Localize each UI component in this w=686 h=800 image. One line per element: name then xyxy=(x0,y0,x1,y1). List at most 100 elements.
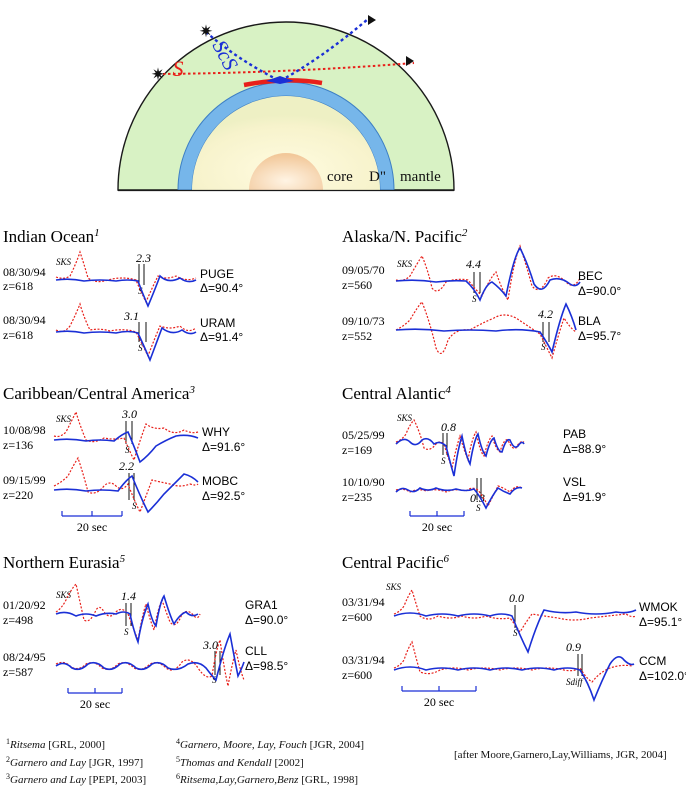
source-marker-1: ✷ xyxy=(199,22,213,41)
date-label: 09/05/70 xyxy=(342,263,385,277)
depth-label: z=587 xyxy=(3,665,33,679)
panel-caribbean: Caribbean/Central America3 10/08/98 z=13… xyxy=(3,384,245,534)
waveform-red xyxy=(395,418,525,471)
reference-item: 4Garnero, Moore, Lay, Fouch [JGR, 2004] xyxy=(176,737,365,751)
panel-title: Indian Ocean1 xyxy=(3,227,100,246)
s-arrival-label: S xyxy=(138,286,143,296)
time-shift-label: 4.2 xyxy=(538,307,553,321)
distance-label: Δ=98.5° xyxy=(245,659,288,673)
date-label: 10/10/90 xyxy=(342,475,385,489)
references-col-2: 4Garnero, Moore, Lay, Fouch [JGR, 2004] … xyxy=(176,735,476,788)
station-label: WMOK xyxy=(639,600,678,614)
panel-alaska-n-pacific: Alaska/N. Pacific2 09/05/70 z=560 SKS 4.… xyxy=(342,227,621,360)
panel-northern-eurasia: Northern Eurasia5 01/20/92 z=498 SKS 1.4… xyxy=(3,553,288,711)
reference-item: 1Ritsema [GRL, 2000] xyxy=(6,737,106,751)
sks-label: SKS xyxy=(386,582,402,592)
time-shift-label: 3.0 xyxy=(121,407,137,421)
panel-title: Northern Eurasia5 xyxy=(3,553,126,572)
source-marker-2: ✷ xyxy=(151,65,165,84)
waveform-blue xyxy=(53,473,199,514)
date-label: 09/10/73 xyxy=(342,314,385,328)
waveform-blue xyxy=(393,609,637,655)
credit-line: [after Moore,Garnero,Lay,Williams, JGR, … xyxy=(454,749,667,761)
station-label: CLL xyxy=(245,644,267,658)
time-shift-label: 0.9 xyxy=(566,640,581,654)
date-label: 03/31/94 xyxy=(342,595,385,609)
scale-label: 20 sec xyxy=(80,697,110,711)
waveform-blue xyxy=(55,326,197,363)
station-label: GRA1 xyxy=(245,598,278,612)
distance-label: Δ=91.6° xyxy=(202,440,245,454)
waveform-red xyxy=(55,302,197,358)
waveform-blue xyxy=(55,594,199,645)
depth-label: z=618 xyxy=(3,328,33,342)
station-label: WHY xyxy=(202,425,230,439)
time-shift-label: 3.1 xyxy=(123,309,139,323)
depth-label: z=235 xyxy=(342,490,372,504)
waveform-red xyxy=(55,250,197,304)
time-shift-label: 0.0 xyxy=(509,591,524,605)
s-arrival-label: Sdiff xyxy=(566,677,584,687)
waveform-blue xyxy=(395,431,525,477)
station-label: URAM xyxy=(200,316,235,330)
panel-title: Caribbean/Central America3 xyxy=(3,384,195,403)
panel-title: Central Pacific6 xyxy=(342,553,450,572)
distance-label: Δ=95.7° xyxy=(578,329,621,343)
distance-label: Δ=90.4° xyxy=(200,281,243,295)
station-label: BEC xyxy=(578,269,603,283)
waveform-blue xyxy=(395,302,577,355)
reference-item: 2Garnero and Lay [JGR, 1997] xyxy=(6,754,144,769)
distance-label: Δ=88.9° xyxy=(563,442,606,456)
earth-cross-section: ✷ ✷ S ScS core D" mantle xyxy=(117,15,455,192)
time-shift-label: 0.8 xyxy=(441,420,456,434)
time-shift-label: 4.4 xyxy=(466,257,481,271)
depth-label: z=136 xyxy=(3,438,33,452)
scale-label: 20 sec xyxy=(424,695,454,709)
depth-label: z=498 xyxy=(3,613,33,627)
waveform-red xyxy=(53,456,199,514)
waveform-red xyxy=(53,410,199,462)
sks-label: SKS xyxy=(397,259,413,269)
date-label: 08/30/94 xyxy=(3,313,46,327)
panel-central-pacific: Central Pacific6 03/31/94 z=600 SKS 0.0 … xyxy=(342,553,686,709)
scs-ray-path xyxy=(205,18,369,83)
time-scale-bar: 20 sec xyxy=(401,686,477,709)
outer-core xyxy=(192,96,380,190)
station-label: PAB xyxy=(563,427,586,441)
date-label: 10/08/98 xyxy=(3,423,46,437)
s-arrival-label: S xyxy=(476,503,481,513)
depth-label: z=618 xyxy=(3,279,33,293)
date-label: 03/31/94 xyxy=(342,653,385,667)
station-label: CCM xyxy=(639,654,666,668)
distance-label: Δ=91.4° xyxy=(200,330,243,344)
waveform-red xyxy=(395,244,581,302)
reference-item: 5Thomas and Kendall [2002] xyxy=(176,754,304,769)
receiver-marker-1 xyxy=(368,15,376,25)
s-arrival-label: S xyxy=(541,342,546,352)
waveform-blue xyxy=(55,631,245,682)
s-arrival-label: S xyxy=(513,628,518,638)
depth-label: z=560 xyxy=(342,278,372,292)
depth-label: z=600 xyxy=(342,668,372,682)
panel-title: Alaska/N. Pacific2 xyxy=(342,227,468,246)
depth-label: z=220 xyxy=(3,488,33,502)
depth-label: z=600 xyxy=(342,610,372,624)
date-label: 01/20/92 xyxy=(3,598,46,612)
dpp-label: D" xyxy=(369,169,386,185)
inner-core xyxy=(249,153,323,190)
waveform-blue xyxy=(395,486,523,510)
time-shift-label: 2.3 xyxy=(136,251,151,265)
s-arrival-label: S xyxy=(441,456,446,466)
waveform-blue xyxy=(393,656,635,703)
station-label: BLA xyxy=(578,314,601,328)
mantle-label: mantle xyxy=(400,169,441,185)
panel-indian-ocean: Indian Ocean1 08/30/94 z=618 SKS 2.3 S P… xyxy=(3,227,243,363)
distance-label: Δ=92.5° xyxy=(202,489,245,503)
date-label: 08/30/94 xyxy=(3,265,46,279)
time-shift-label: 2.2 xyxy=(119,459,134,473)
core-label: core xyxy=(327,169,353,185)
waveform-red xyxy=(395,300,577,360)
sks-label: SKS xyxy=(397,413,413,423)
time-scale-bar: 20 sec xyxy=(61,511,123,534)
